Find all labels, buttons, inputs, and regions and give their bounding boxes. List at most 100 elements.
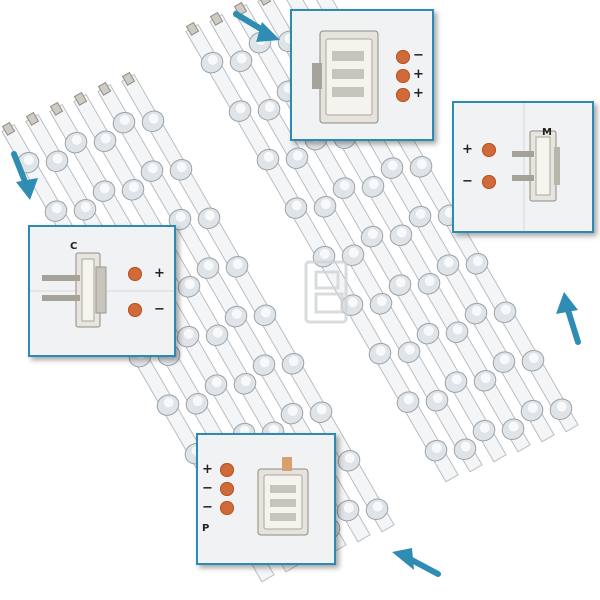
- led-lens-highlight: [471, 305, 482, 316]
- led-lens-highlight: [51, 203, 62, 214]
- led-lens-highlight: [128, 182, 139, 193]
- led-lens-highlight: [396, 227, 407, 238]
- led-lens-highlight: [99, 183, 110, 194]
- solder-pad: [396, 88, 410, 102]
- polarity-symbol: −: [154, 302, 165, 317]
- solder-pad: [220, 463, 234, 477]
- led-lens-highlight: [348, 247, 359, 258]
- led-lens-highlight: [259, 357, 270, 368]
- led-lens-highlight: [376, 296, 387, 307]
- led-lens-highlight: [415, 208, 426, 219]
- led-lens-highlight: [404, 344, 415, 355]
- connector-label: M: [542, 127, 552, 138]
- connector-label: P: [202, 523, 210, 534]
- led-lens-highlight: [319, 248, 330, 259]
- led-lens-highlight: [344, 453, 355, 464]
- led-lens-highlight: [480, 373, 491, 384]
- connector-inset-bottom: + − − P: [196, 433, 336, 565]
- connector-inset-left: + − C: [28, 225, 176, 357]
- strip-connector: [233, 1, 248, 16]
- led-lens-highlight: [236, 53, 247, 64]
- led-lens-highlight: [207, 54, 218, 65]
- led-lens-highlight: [203, 260, 214, 271]
- solder-pad: [128, 267, 142, 281]
- strip-connector: [209, 11, 224, 26]
- led-lens-highlight: [452, 324, 463, 335]
- led-lens-highlight: [263, 151, 274, 162]
- connector-block: [454, 103, 592, 231]
- led-lens-highlight: [292, 150, 303, 161]
- led-lens-highlight: [499, 354, 510, 365]
- led-lens-highlight: [460, 441, 471, 452]
- led-lens-highlight: [416, 159, 427, 170]
- led-lens-highlight: [240, 376, 251, 387]
- led-lens-highlight: [291, 200, 302, 211]
- strip-connector: [73, 91, 88, 106]
- led-lens-highlight: [100, 133, 111, 144]
- connector-block: [30, 227, 174, 355]
- led-lens-highlight: [184, 279, 195, 290]
- solder-pad: [396, 50, 410, 64]
- led-lens-highlight: [423, 325, 434, 336]
- solder-pad: [128, 303, 142, 317]
- led-lens-highlight: [235, 103, 246, 114]
- led-lens-highlight: [260, 307, 271, 318]
- strip-connector: [257, 0, 272, 6]
- led-lens-highlight: [231, 308, 242, 319]
- led-strip: [121, 71, 395, 533]
- led-lens-highlight: [147, 163, 158, 174]
- arrow-icon: [556, 292, 581, 345]
- led-lens-highlight: [403, 394, 414, 405]
- solder-pad: [220, 482, 234, 496]
- led-lens-highlight: [192, 396, 203, 407]
- polarity-symbol: −: [462, 174, 473, 189]
- strip-connector: [97, 81, 112, 96]
- connector-inset-right: + − M: [452, 101, 594, 233]
- led-lens-highlight: [212, 327, 223, 338]
- led-lens-highlight: [320, 199, 331, 210]
- arrow-icon: [11, 151, 38, 200]
- led-lens-highlight: [443, 257, 454, 268]
- led-lens-highlight: [500, 304, 511, 315]
- connector-inset-top: − + +: [290, 9, 434, 141]
- polarity-symbol: −: [202, 481, 213, 496]
- led-lens-highlight: [183, 328, 194, 339]
- led-lens-highlight: [395, 277, 406, 288]
- led-lens-highlight: [347, 297, 358, 308]
- polarity-symbol: +: [154, 266, 165, 281]
- led-lens-highlight: [372, 501, 383, 512]
- led-lens-highlight: [472, 256, 483, 267]
- led-lens-highlight: [288, 356, 299, 367]
- led-lens-highlight: [527, 402, 538, 413]
- strip-connector: [121, 71, 136, 86]
- led-lens-highlight: [424, 276, 435, 287]
- led-lens-highlight: [264, 102, 275, 113]
- led-lens-highlight: [175, 211, 186, 222]
- led-lens-highlight: [339, 180, 350, 191]
- solder-pad: [220, 501, 234, 515]
- solder-pad: [482, 175, 496, 189]
- led-lens-highlight: [479, 422, 490, 433]
- led-lens-highlight: [431, 442, 442, 453]
- solder-pad: [482, 143, 496, 157]
- connector-label: C: [70, 241, 78, 252]
- led-lens-highlight: [316, 404, 327, 415]
- led-lens-highlight: [375, 345, 386, 356]
- led-lens-highlight: [451, 374, 462, 385]
- polarity-symbol: −: [413, 48, 424, 63]
- led-lens-highlight: [204, 210, 215, 221]
- led-lens-highlight: [287, 405, 298, 416]
- led-lens-highlight: [119, 114, 130, 125]
- arrow-icon: [233, 11, 280, 42]
- led-lens-highlight: [508, 421, 519, 432]
- led-lens-highlight: [176, 162, 187, 173]
- connector-block: [198, 435, 334, 563]
- polarity-symbol: +: [413, 67, 424, 82]
- led-lens-highlight: [556, 401, 567, 412]
- led-strip: [209, 11, 483, 473]
- polarity-symbol: +: [202, 462, 213, 477]
- led-lens-highlight: [211, 377, 222, 388]
- connector-block: [292, 11, 432, 139]
- solder-pad: [396, 69, 410, 83]
